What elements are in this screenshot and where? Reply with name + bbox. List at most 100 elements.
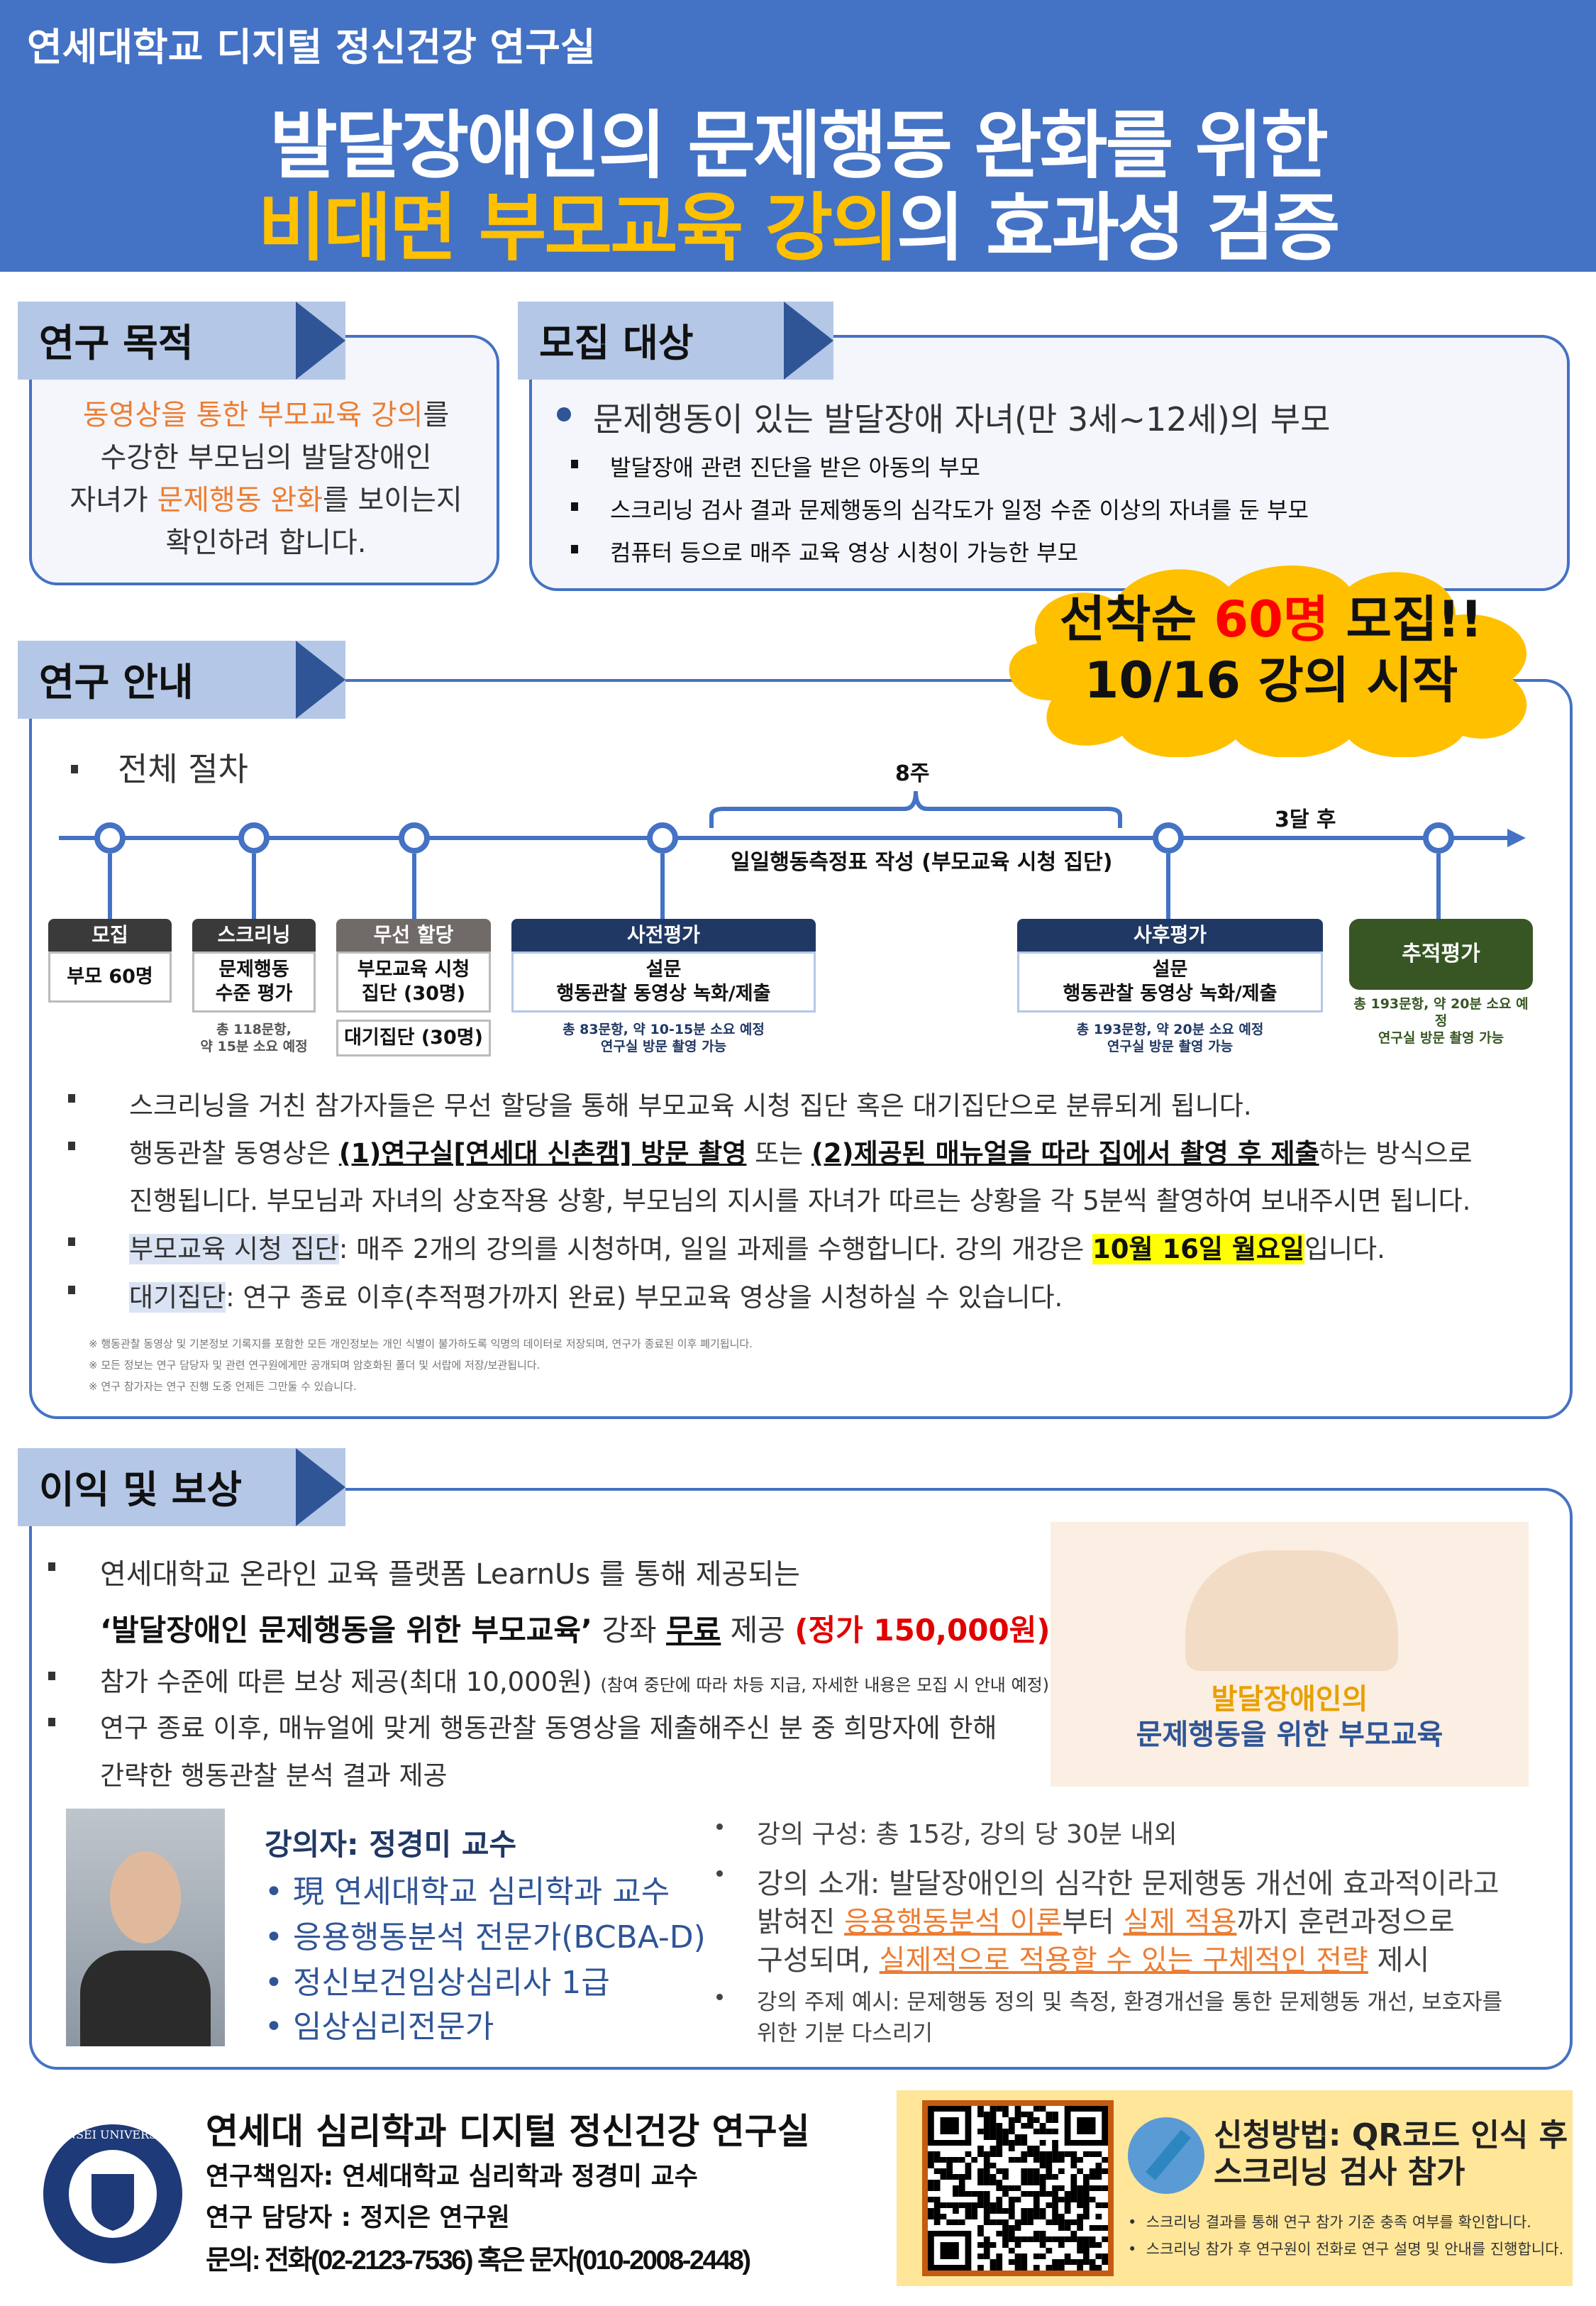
family-illustration [1185,1550,1398,1671]
qr-module [1089,2259,1096,2265]
qr-module [1021,2259,1028,2265]
step-head: 스크리닝 [192,919,316,951]
bullet-icon [71,765,78,773]
face [110,1851,181,1943]
qr-module [1052,2202,1058,2208]
qr-module [928,2197,934,2202]
qr-module [1002,2129,1009,2134]
qr-module [928,2151,934,2157]
apply-line: 스크리닝 검사 참가 [1214,2154,1465,2190]
qr-code[interactable] [928,2106,1108,2271]
qr-module [1052,2185,1058,2191]
qr-module [940,2117,959,2134]
qr-module [977,2151,984,2157]
qr-module [1002,2174,1009,2180]
seg: 제공 [721,1613,795,1648]
qr-module [1002,2112,1009,2117]
qr-module [1095,2242,1102,2248]
cloud-start-date: 10/16 강의 시작 [1084,651,1458,710]
qr-module [1102,2168,1108,2174]
timeline-connector [660,854,665,919]
step-body-line: 집단 (30명) [361,983,466,1005]
seg-orange: 실제적으로 적용할 수 있는 구체적인 전략 [879,1944,1368,1977]
qr-module [990,2112,997,2117]
qr-module [1021,2214,1028,2219]
bullet-text: 부모교육 시청 집단: 매주 2개의 강의를 시청하며, 일일 과제를 수행합니… [129,1228,1385,1266]
seg: 밝혀진 [757,1906,845,1938]
qr-module [1082,2180,1090,2185]
qr-module [1046,2117,1053,2123]
qr-module [1021,2236,1028,2242]
qr-module [1002,2134,1009,2140]
qr-module [996,2134,1003,2140]
qr-module [965,2174,972,2180]
seg-small: (참여 중단에 따라 차등 지급, 자세한 내용은 모집 시 안내 예정) [600,1675,1050,1695]
qr-module [946,2163,953,2168]
qr-module [933,2219,941,2225]
qr-module [996,2185,1003,2191]
qr-module [965,2191,972,2197]
qr-module [996,2197,1003,2202]
cloud-badge [1009,566,1527,757]
bullet-text: 연구 종료 이후, 매뉴얼에 맞게 행동관찰 동영상을 제출해주신 분 중 희망… [100,1713,997,1743]
qr-module [958,2185,965,2191]
qr-module [953,2185,959,2191]
qr-module [1052,2174,1058,2180]
qr-module [977,2106,984,2112]
qr-module [977,2168,984,2174]
lecturer-cred: • 現 연세대학교 심리학과 교수 [265,1874,670,1910]
qr-module [1070,2197,1077,2202]
qr-module [977,2225,984,2231]
qr-module [996,2106,1003,2112]
seg-orange: 응용행동분석 이론 [844,1906,1063,1938]
qr-module [1033,2117,1040,2123]
qr-module [940,2214,947,2219]
qr-module [996,2180,1003,2185]
inquiry-contact: 문의: 전화(02-2123-7536) 혹은 문자(010-2008-2448… [206,2246,751,2275]
qr-module [1052,2140,1058,2146]
qr-module [1089,2174,1096,2180]
qr-module [1052,2157,1058,2163]
header-banner [0,0,1596,272]
qr-module [1089,2242,1096,2248]
qr-module [1070,2259,1077,2265]
qr-module [1070,2219,1077,2225]
qr-module [1070,2157,1077,2163]
qr-module [965,2214,972,2219]
qr-module [983,2168,990,2174]
qr-module [1021,2208,1028,2214]
qr-module [1102,2202,1108,2208]
qr-module [1046,2163,1053,2168]
qr-module [1014,2225,1021,2231]
qr-module [990,2259,997,2265]
qr-module [1082,2214,1090,2219]
qr-module [1002,2185,1009,2191]
timeline-connector [412,854,416,919]
qr-module [1102,2253,1108,2259]
qr-module [1046,2219,1053,2225]
qr-module [1064,2197,1071,2202]
qr-module [1046,2236,1053,2242]
qr-module [1033,2191,1040,2197]
qr-module [1021,2174,1028,2180]
qr-module [977,2265,984,2271]
qr-module [990,2174,997,2180]
qr-module [983,2191,990,2197]
qr-module [1077,2248,1083,2253]
qr-module [958,2191,965,2197]
qr-code-frame[interactable] [922,2100,1114,2276]
bullet-text: 간략한 행동관찰 분석 결과 제공 [100,1760,448,1791]
qr-module [946,2174,953,2180]
qr-module [1070,2236,1077,2242]
bullet-icon [716,1994,723,2000]
qr-module [1077,2185,1083,2191]
qr-module [971,2214,978,2219]
qr-module [1082,2242,1090,2248]
qr-module [958,2202,965,2208]
qr-module [946,2168,953,2174]
qr-module [1027,2174,1033,2180]
